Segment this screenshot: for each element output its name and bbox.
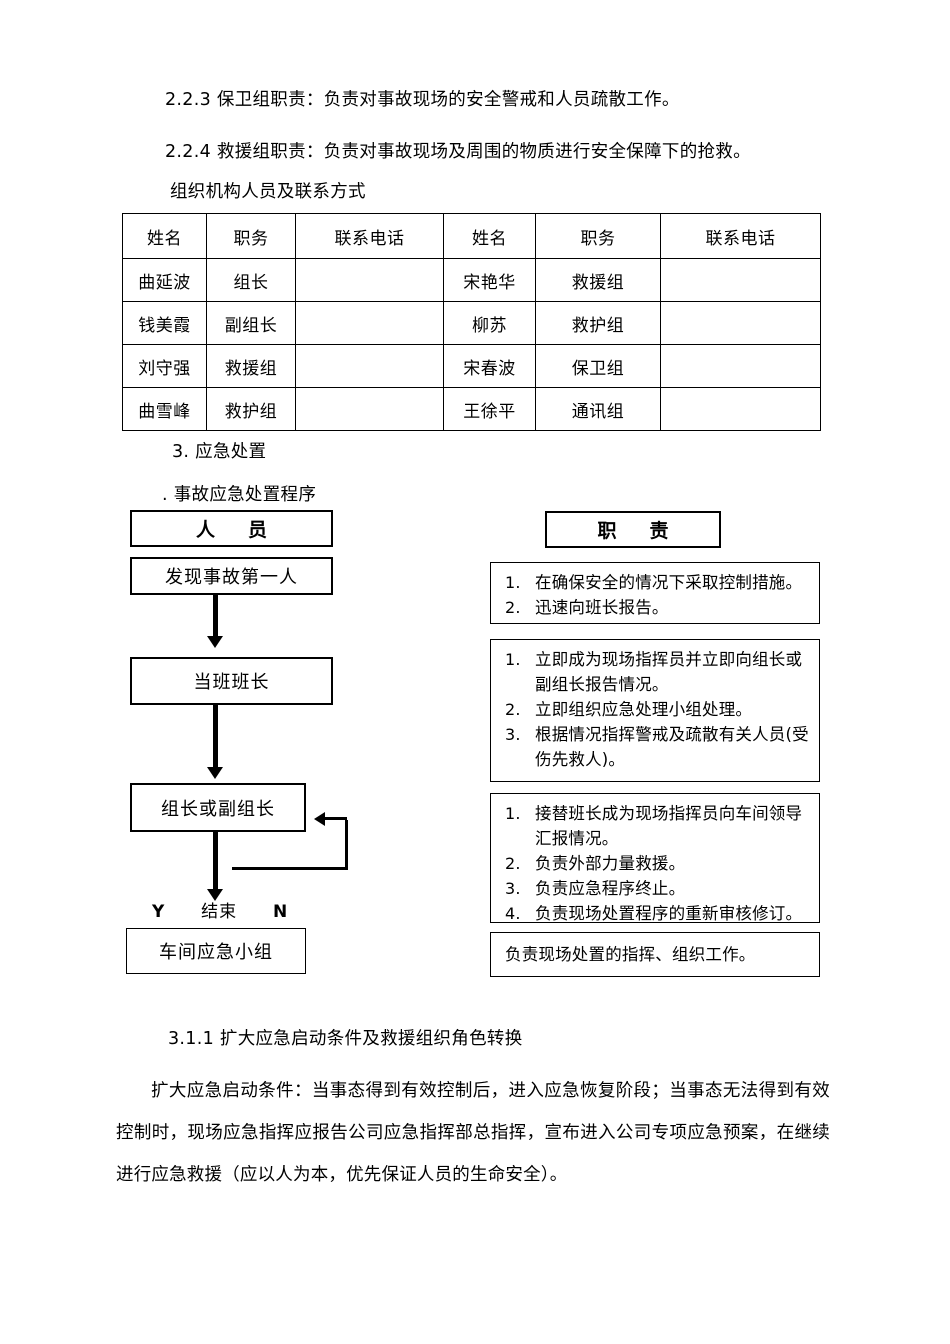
flow-header-responsibility: 职 责 <box>545 511 721 548</box>
responsibility-item: 接替班长成为现场指挥员向车间领导汇报情况。 <box>505 801 803 848</box>
responsibility-item: 负责现场处置程序的重新审核修订。 <box>505 901 803 926</box>
section-3-title: 3. 应急处置 <box>172 442 267 462</box>
table-cell-name: 宋艳华 <box>443 258 536 302</box>
responsibility-item: 负责外部力量救援。 <box>505 851 686 876</box>
responsibility-item: 迅速向班长报告。 <box>505 595 669 620</box>
table-cell-name: 宋春波 <box>443 344 536 388</box>
table-cell-name: 钱美霞 <box>122 301 207 345</box>
flow-loop-arrowhead <box>314 812 325 826</box>
table-cell-phone <box>295 301 444 345</box>
responsibility-box-3: 接替班长成为现场指挥员向车间领导汇报情况。 负责外部力量救援。 负责应急程序终止… <box>490 793 820 926</box>
table-header-row: 姓名 职务 联系电话 姓名 职务 联系电话 <box>122 213 821 259</box>
table-cell-post: 救援组 <box>535 258 661 302</box>
table-row: 曲延波 组长 宋艳华 救援组 <box>122 258 821 302</box>
table-cell-post: 救护组 <box>206 387 296 431</box>
contact-table: 姓名 职务 联系电话 姓名 职务 联系电话 曲延波 组长 宋艳华 救援组 钱美霞… <box>122 213 821 431</box>
table-header-cell: 职务 <box>535 213 661 259</box>
flow-loop-bottom-segment <box>232 867 348 870</box>
table-cell-name: 王徐平 <box>443 387 536 431</box>
flow-connector-2 <box>213 705 218 770</box>
flow-node-group-leader: 组长或副组长 <box>130 783 306 832</box>
table-row: 曲雪峰 救护组 王徐平 通讯组 <box>122 387 821 431</box>
responsibility-item: 根据情况指挥警戒及疏散有关人员(受伤先救人)。 <box>505 722 809 769</box>
decision-label-yes: Y <box>152 902 166 922</box>
decision-label-end: 结束 <box>201 902 238 922</box>
flow-header-personnel: 人 员 <box>130 510 333 547</box>
clause-2-2-3: 2.2.3 保卫组职责：负责对事故现场的安全警戒和人员疏散工作。 <box>165 90 680 110</box>
table-heading: 组织机构人员及联系方式 <box>170 182 366 202</box>
table-cell-post: 救援组 <box>206 344 296 388</box>
table-cell-post: 组长 <box>206 258 296 302</box>
responsibility-box-2: 立即成为现场指挥员并立即向组长或副组长报告情况。 立即组织应急处理小组处理。 根… <box>490 639 820 782</box>
table-header-cell: 姓名 <box>122 213 207 259</box>
flow-decision-labels: Y 结束 N <box>152 897 288 922</box>
table-cell-name: 刘守强 <box>122 344 207 388</box>
clause-2-2-4: 2.2.4 救援组职责：负责对事故现场及周围的物质进行安全保障下的抢救。 <box>165 142 751 162</box>
table-row: 钱美霞 副组长 柳苏 救护组 <box>122 301 821 345</box>
flow-arrowhead-1 <box>207 636 223 648</box>
table-cell-phone <box>295 344 444 388</box>
table-header-cell: 联系电话 <box>295 213 444 259</box>
responsibility-list: 接替班长成为现场指挥员向车间领导汇报情况。 负责外部力量救援。 负责应急程序终止… <box>501 801 811 926</box>
table-cell-phone <box>295 258 444 302</box>
flow-node-first-discoverer: 发现事故第一人 <box>130 557 333 595</box>
flow-connector-3 <box>213 832 218 894</box>
table-cell-name: 曲雪峰 <box>122 387 207 431</box>
responsibility-item: 负责现场处置的指挥、组织工作。 <box>505 945 756 964</box>
flow-loop-right-segment <box>345 820 348 870</box>
table-cell-phone <box>660 344 821 388</box>
table-cell-phone <box>295 387 444 431</box>
table-cell-phone <box>660 258 821 302</box>
section-3-1-1-title: 3.1.1 扩大应急启动条件及救援组织角色转换 <box>168 1029 523 1049</box>
flow-node-workshop-team: 车间应急小组 <box>126 928 306 974</box>
table-header-cell: 职务 <box>206 213 296 259</box>
table-header-cell: 姓名 <box>443 213 536 259</box>
responsibility-list: 立即成为现场指挥员并立即向组长或副组长报告情况。 立即组织应急处理小组处理。 根… <box>501 647 811 772</box>
responsibility-box-1: 在确保安全的情况下采取控制措施。 迅速向班长报告。 <box>490 562 820 624</box>
responsibility-item: 立即成为现场指挥员并立即向组长或副组长报告情况。 <box>505 647 803 694</box>
flow-subtitle: . 事故应急处置程序 <box>162 485 317 505</box>
table-cell-post: 保卫组 <box>535 344 661 388</box>
flow-arrowhead-2 <box>207 767 223 779</box>
closing-paragraph: 扩大应急启动条件：当事态得到有效控制后，进入应急恢复阶段；当事态无法得到有效控制… <box>116 1081 830 1185</box>
table-row: 刘守强 救援组 宋春波 保卫组 <box>122 344 821 388</box>
responsibility-list: 在确保安全的情况下采取控制措施。 迅速向班长报告。 <box>501 570 811 620</box>
responsibility-item: 负责应急程序终止。 <box>505 876 686 901</box>
table-header-cell: 联系电话 <box>660 213 821 259</box>
responsibility-item: 立即组织应急处理小组处理。 <box>505 697 753 722</box>
decision-label-no: N <box>273 902 289 922</box>
responsibility-item: 在确保安全的情况下采取控制措施。 <box>505 570 803 595</box>
table-cell-name: 曲延波 <box>122 258 207 302</box>
table-cell-phone <box>660 387 821 431</box>
table-cell-phone <box>660 301 821 345</box>
table-cell-post: 通讯组 <box>535 387 661 431</box>
flow-connector-1 <box>213 595 218 640</box>
flow-loop-top-segment <box>325 817 347 820</box>
table-cell-post: 救护组 <box>535 301 661 345</box>
flow-arrowhead-3 <box>207 889 223 901</box>
flow-node-shift-leader: 当班班长 <box>130 657 333 705</box>
table-cell-name: 柳苏 <box>443 301 536 345</box>
table-cell-post: 副组长 <box>206 301 296 345</box>
responsibility-box-4: 负责现场处置的指挥、组织工作。 <box>490 932 820 977</box>
